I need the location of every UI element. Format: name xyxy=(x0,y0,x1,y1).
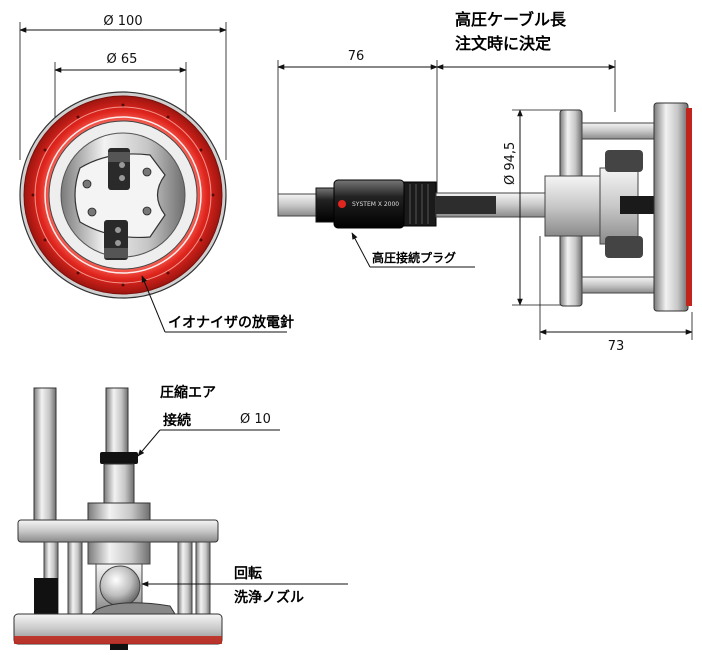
rotating-ball xyxy=(99,565,141,607)
dim-inner-dia: Ø 65 xyxy=(107,52,138,67)
nozzle-head-top xyxy=(605,150,643,172)
label-cable-length-1: 高圧ケーブル長 xyxy=(455,10,567,29)
nozzle-block-bottom xyxy=(104,220,128,260)
bottom-view: 圧縮エア 接続 Ø 10 回転 洗浄ノズル xyxy=(13,384,348,650)
label-air-2: 接続 xyxy=(163,412,191,429)
nozzle-block-top xyxy=(108,148,130,190)
dim-air-dia: Ø 10 xyxy=(240,412,271,427)
nozzle-head-bottom xyxy=(605,236,643,258)
front-view: Ø 100 Ø 65 xyxy=(19,14,294,333)
dim-outer-dia: Ø 100 xyxy=(103,14,142,29)
hub xyxy=(544,175,604,237)
label-ionizer-needle: イオナイザの放電針 xyxy=(168,314,294,331)
plug-brand: SYSTEM X 2000 xyxy=(352,201,399,208)
tube-left xyxy=(33,387,57,529)
leader-hv-plug xyxy=(351,232,371,268)
air-tube xyxy=(105,387,129,455)
label-nozzle: 洗浄ノズル xyxy=(234,589,304,606)
leader-air xyxy=(137,429,161,457)
top-plate xyxy=(17,519,219,543)
screws xyxy=(82,167,152,217)
black-sleeve xyxy=(34,578,58,614)
plug-grip xyxy=(403,181,437,227)
label-rotate: 回転 xyxy=(234,565,262,582)
front-flange xyxy=(653,102,689,312)
rod-top xyxy=(581,122,655,140)
label-cable-length-2: 注文時に決定 xyxy=(455,34,551,53)
discharge-needles xyxy=(31,103,215,287)
air-fitting xyxy=(100,452,138,464)
side-ring-red xyxy=(686,108,692,306)
label-air-1: 圧縮エア xyxy=(160,384,216,401)
leader-ionizer xyxy=(141,275,166,333)
rod-bottom xyxy=(581,276,655,294)
dim-body-length: 73 xyxy=(608,339,625,354)
dim-plug-length: 76 xyxy=(348,49,365,64)
side-view: 高圧ケーブル長 注文時に決定 76 SYSTEM X 2000 高圧接続プラグ … xyxy=(277,10,693,354)
label-hv-plug: 高圧接続プラグ xyxy=(372,250,456,265)
plug-pin xyxy=(277,193,319,217)
dim-body-dia: Ø 94,5 xyxy=(503,142,518,185)
plug-logo xyxy=(338,200,346,208)
plug-collar xyxy=(315,187,337,223)
